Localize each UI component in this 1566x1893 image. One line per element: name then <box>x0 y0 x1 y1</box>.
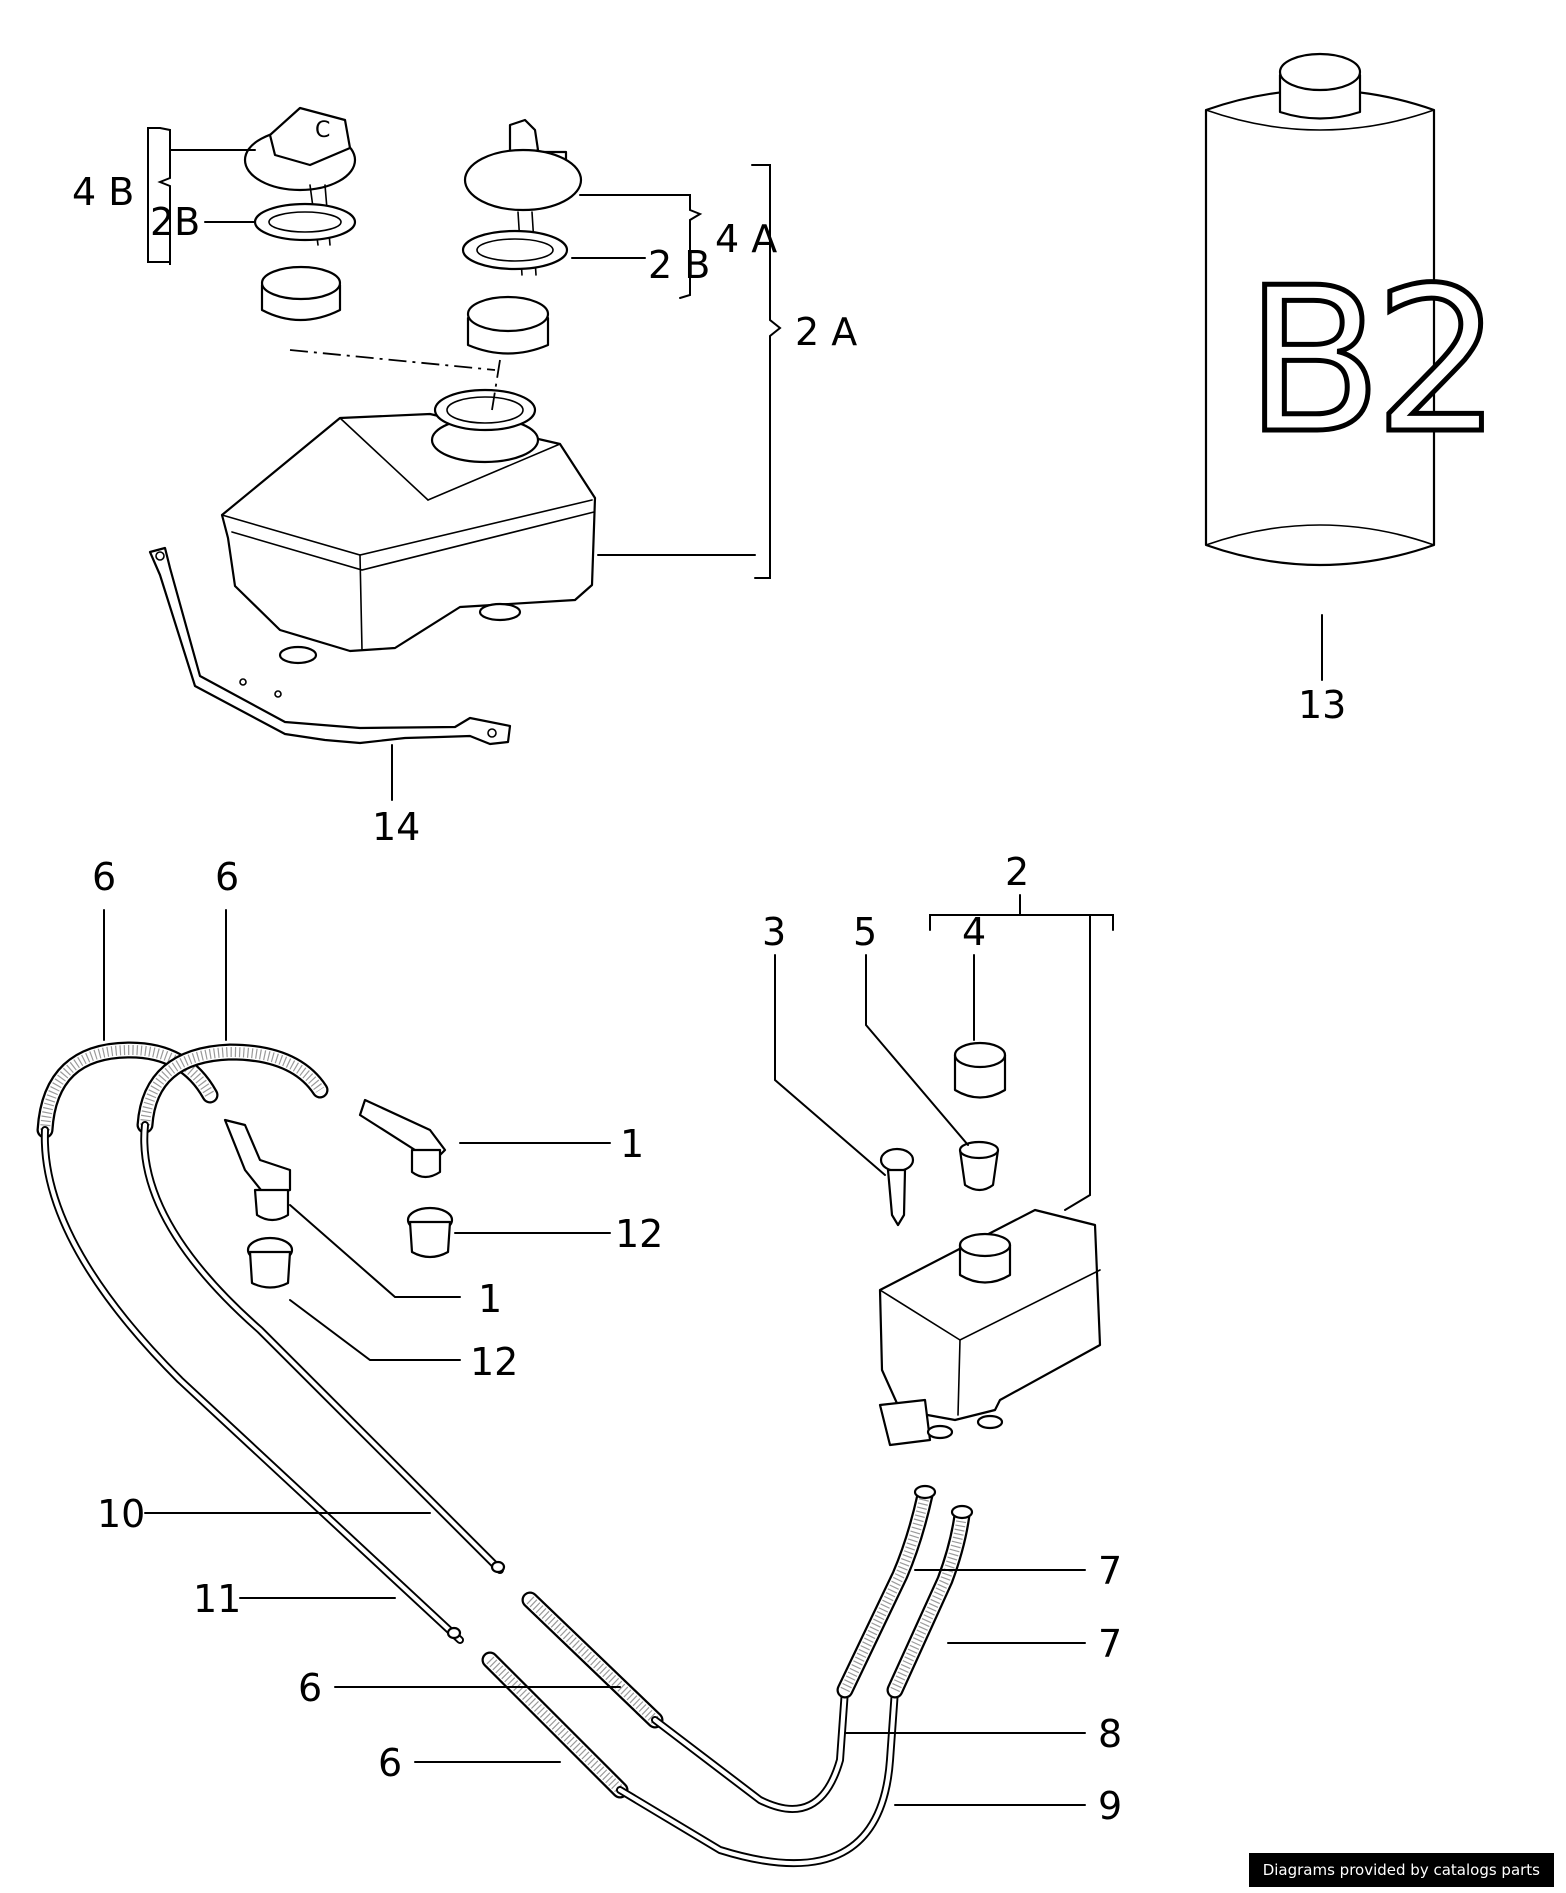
pipe-end <box>490 1560 506 1574</box>
leader-2 <box>1064 914 1091 1211</box>
label-9: 9 <box>1098 1784 1122 1828</box>
label-3: 3 <box>762 910 786 954</box>
cap-top <box>268 106 352 167</box>
leader-12-lower <box>289 1299 461 1361</box>
cap-knurled <box>463 148 583 212</box>
connector-1-right <box>358 1098 447 1179</box>
label-6-top-left: 6 <box>92 855 116 899</box>
small-reservoir-assembly <box>774 894 1114 1447</box>
bracket-4B-outline <box>147 127 161 263</box>
label-7-lower: 7 <box>1098 1622 1122 1666</box>
bracket-4B <box>157 127 256 265</box>
strainer-top <box>466 295 550 333</box>
reservoir-edge <box>359 554 363 651</box>
small-strainer-top <box>958 1140 1000 1160</box>
bracket-2A <box>751 164 782 579</box>
reservoir-outlet <box>278 645 318 665</box>
pipe-end <box>446 1626 462 1640</box>
bracket-hole <box>487 728 497 738</box>
label-4A: 4 A <box>715 217 777 261</box>
label-6-mid: 6 <box>298 1666 322 1710</box>
hose-end <box>950 1504 974 1520</box>
label-4: 4 <box>962 910 986 954</box>
label-14: 14 <box>372 805 420 849</box>
label-8: 8 <box>1098 1712 1122 1756</box>
cap-mark: C <box>315 118 330 143</box>
alignment-line <box>491 359 501 411</box>
filler-neck <box>433 388 537 432</box>
alignment-line <box>289 349 496 371</box>
cap-set-left: C <box>243 106 357 322</box>
small-cap-top <box>953 1041 1007 1069</box>
strainer-top <box>260 265 342 301</box>
reservoir-outlet <box>478 602 522 622</box>
bracket-2 <box>929 914 1114 931</box>
reservoir-edge <box>339 417 429 501</box>
leader-3 <box>774 954 886 1176</box>
reservoir-seam <box>231 511 595 571</box>
can-bottom-edge <box>1205 524 1435 546</box>
seal-ring-inner <box>476 238 554 262</box>
pipe-11 <box>40 1126 464 1644</box>
callout-labels: 4 B 2B 4 A 2 B 2 A 13 14 6 6 2 3 5 4 1 1… <box>72 170 1346 1828</box>
small-reservoir-body <box>878 1208 1102 1422</box>
bracket-hole <box>155 551 165 561</box>
seal-ring <box>461 229 569 271</box>
bracket-hole <box>239 678 247 686</box>
label-1-lower: 1 <box>478 1277 502 1321</box>
pipe-10 <box>140 1121 504 1574</box>
label-12-right: 12 <box>615 1212 663 1256</box>
leader-5 <box>865 954 969 1146</box>
screw-shank <box>886 1168 907 1227</box>
bracket-hole <box>274 690 282 698</box>
hose-end <box>913 1484 937 1500</box>
label-7-upper: 7 <box>1098 1549 1122 1593</box>
label-13: 13 <box>1298 683 1346 727</box>
label-12-lower: 12 <box>470 1340 518 1384</box>
small-reservoir-neck-top <box>958 1232 1012 1258</box>
can-top-edge <box>1205 109 1435 131</box>
attribution-badge[interactable]: Diagrams provided by catalogs parts <box>1248 1853 1554 1887</box>
label-2: 2 <box>1005 850 1029 894</box>
label-2B-right: 2 B <box>648 243 710 287</box>
connector-12-right <box>406 1206 454 1259</box>
cap-set-right <box>461 118 583 355</box>
reservoir-edge <box>427 443 561 501</box>
filler-neck-opening <box>446 396 524 424</box>
small-reservoir-edge <box>957 1339 961 1416</box>
can-label: B2 <box>1245 245 1493 478</box>
leader-1-lower <box>289 1204 461 1298</box>
mounting-bracket <box>148 546 512 746</box>
reservoir-assembly: C <box>147 106 782 801</box>
hose-assembly <box>36 909 1086 1868</box>
small-strainer <box>958 1148 1000 1192</box>
fluid-can: B2 <box>1204 52 1504 681</box>
label-10: 10 <box>97 1492 145 1536</box>
small-reservoir-outlet <box>976 1414 1004 1430</box>
connector-12-lower <box>246 1236 294 1289</box>
small-reservoir-tab <box>878 1398 932 1447</box>
screw-head <box>879 1147 915 1173</box>
seal-ring-inner <box>268 211 342 233</box>
label-2B-left: 2B <box>150 200 200 244</box>
reservoir-body <box>220 412 597 653</box>
bracket-4A <box>579 194 703 299</box>
label-11: 11 <box>193 1577 241 1621</box>
seal-ring <box>253 202 357 242</box>
label-1-right: 1 <box>620 1122 644 1166</box>
label-5: 5 <box>853 910 877 954</box>
label-2A: 2 A <box>795 310 857 354</box>
small-reservoir-outlet <box>926 1424 954 1440</box>
label-6-top-right: 6 <box>215 855 239 899</box>
connector-1-lower <box>223 1118 292 1222</box>
can-cap-top <box>1278 52 1362 92</box>
label-6-low: 6 <box>378 1741 402 1785</box>
label-4B: 4 B <box>72 170 134 214</box>
